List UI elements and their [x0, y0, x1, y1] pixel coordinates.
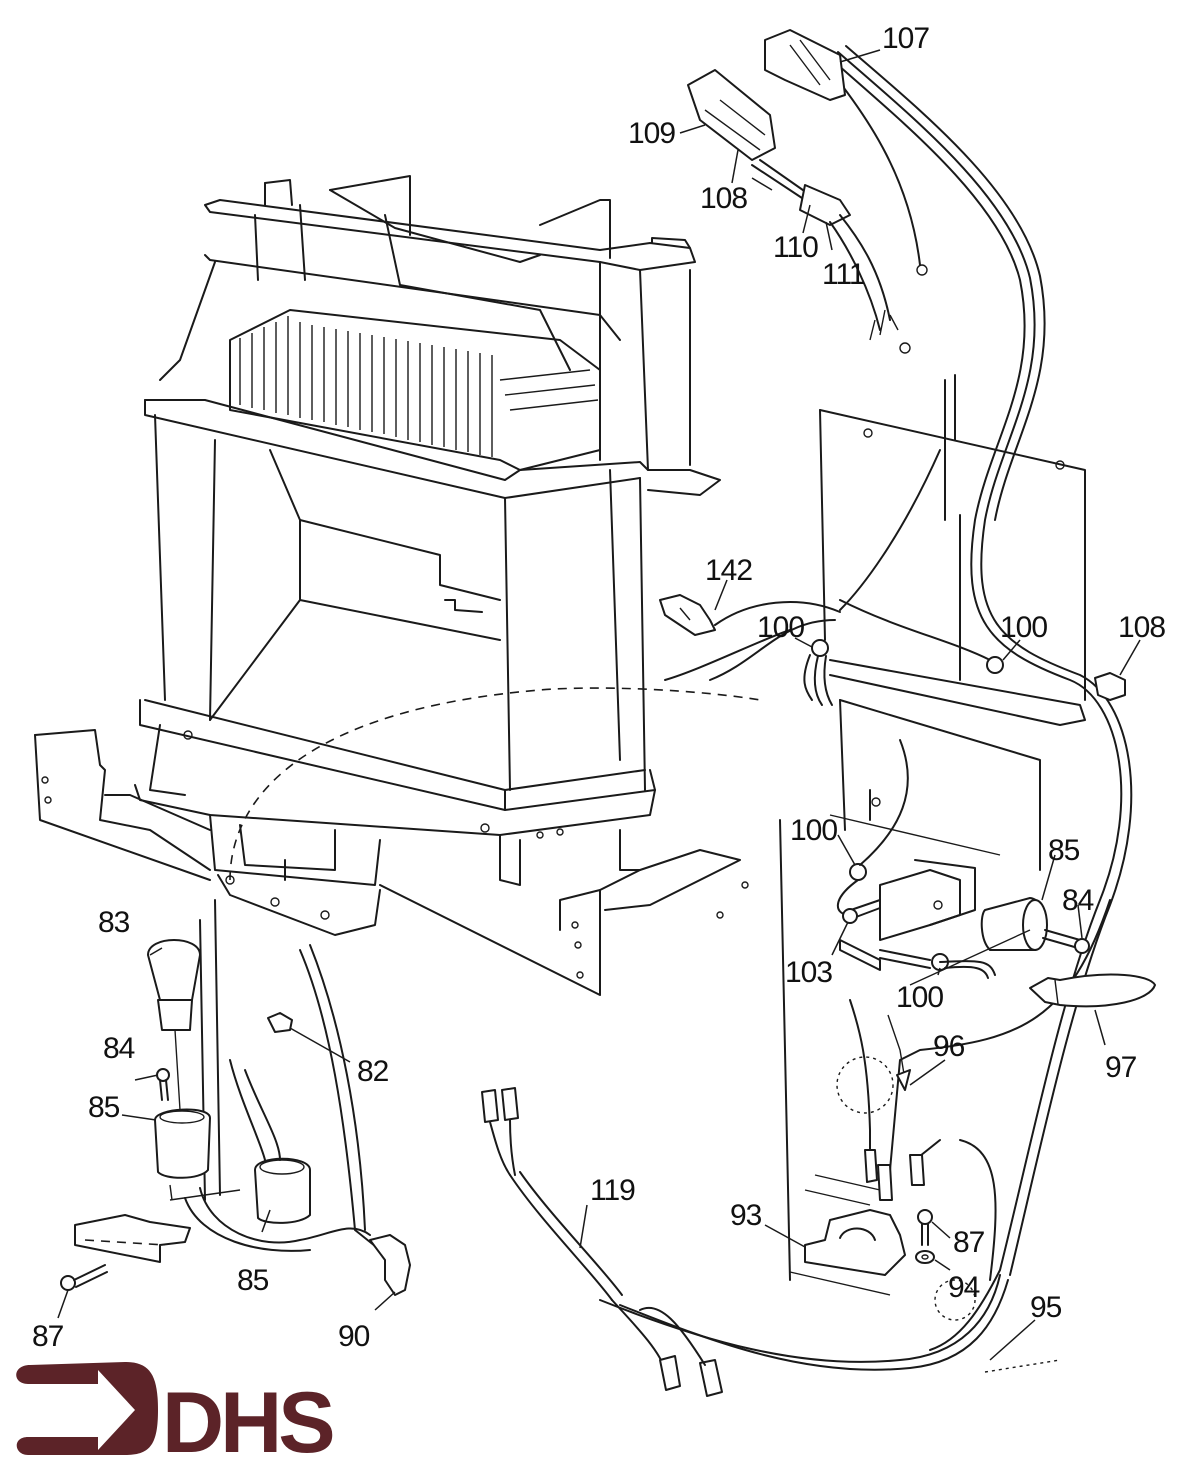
harness-119 [481, 1087, 723, 1397]
grommet-100b [986, 656, 1004, 674]
callout-90: 90 [338, 1320, 370, 1353]
cable-gland [751, 159, 911, 354]
dhs-logo: DHS [16, 1362, 336, 1467]
lamp-holder-85-center [184, 944, 381, 1252]
screw-84-left [156, 1068, 170, 1101]
control-panel [779, 374, 1086, 1281]
callout-97: 97 [1105, 1051, 1137, 1084]
logo-text: DHS [162, 1375, 332, 1467]
callout-labels: 107 109 108 110 111 142 100 100 108 100 … [32, 22, 1166, 1353]
callout-87-left: 87 [32, 1320, 64, 1353]
callout-111: 111 [822, 258, 865, 291]
screw-87b [917, 1209, 933, 1246]
callout-84-left: 84 [103, 1032, 135, 1065]
pull-chain-96 [836, 999, 911, 1183]
callout-108-top: 108 [700, 182, 747, 215]
washer-94 [915, 1250, 935, 1264]
connector-109 [687, 69, 776, 161]
callout-87-right: 87 [953, 1226, 985, 1259]
switch-93 [789, 1154, 925, 1296]
callout-100-mid: 100 [790, 814, 837, 847]
bracket-left [74, 1214, 191, 1263]
callout-95: 95 [1030, 1291, 1062, 1324]
grommet-100a [811, 639, 829, 657]
callout-110: 110 [773, 231, 818, 264]
callout-103: 103 [785, 956, 832, 989]
callout-107: 107 [882, 22, 929, 55]
lamp-holder-right [839, 859, 1090, 986]
callout-82: 82 [357, 1055, 389, 1088]
callout-100-right: 100 [1000, 611, 1047, 644]
callout-94: 94 [948, 1271, 980, 1304]
callout-108-right: 108 [1118, 611, 1165, 644]
callout-96: 96 [933, 1030, 965, 1063]
callout-85-center: 85 [237, 1264, 269, 1297]
callout-85-right: 85 [1048, 834, 1080, 867]
connector-108b [1094, 672, 1126, 701]
fire-chassis [34, 175, 761, 1201]
bulb-83 [147, 939, 201, 1111]
arrow-right-icon [16, 1362, 158, 1455]
callout-83: 83 [98, 906, 130, 939]
leader-lines [57, 49, 1141, 1361]
callout-109: 109 [628, 117, 675, 150]
candle-bulb-97 [1029, 973, 1156, 1008]
clip-142 [659, 594, 841, 681]
callout-85-left: 85 [88, 1091, 120, 1124]
connector-107 [764, 29, 846, 101]
grommet-100c [849, 863, 867, 881]
callout-84-right: 84 [1062, 884, 1094, 917]
heat-exchanger [229, 309, 601, 471]
pull-chain-95 [934, 1279, 1061, 1373]
callout-119: 119 [590, 1174, 635, 1207]
callout-93: 93 [730, 1199, 762, 1232]
clip-82 [267, 1012, 293, 1033]
connector-90 [369, 1234, 411, 1296]
lamp-holder-85-left [154, 1108, 241, 1201]
callout-100-low: 100 [896, 981, 943, 1014]
screw-87-left [60, 1264, 108, 1291]
callout-100-left: 100 [757, 611, 804, 644]
callout-142: 142 [705, 554, 752, 587]
